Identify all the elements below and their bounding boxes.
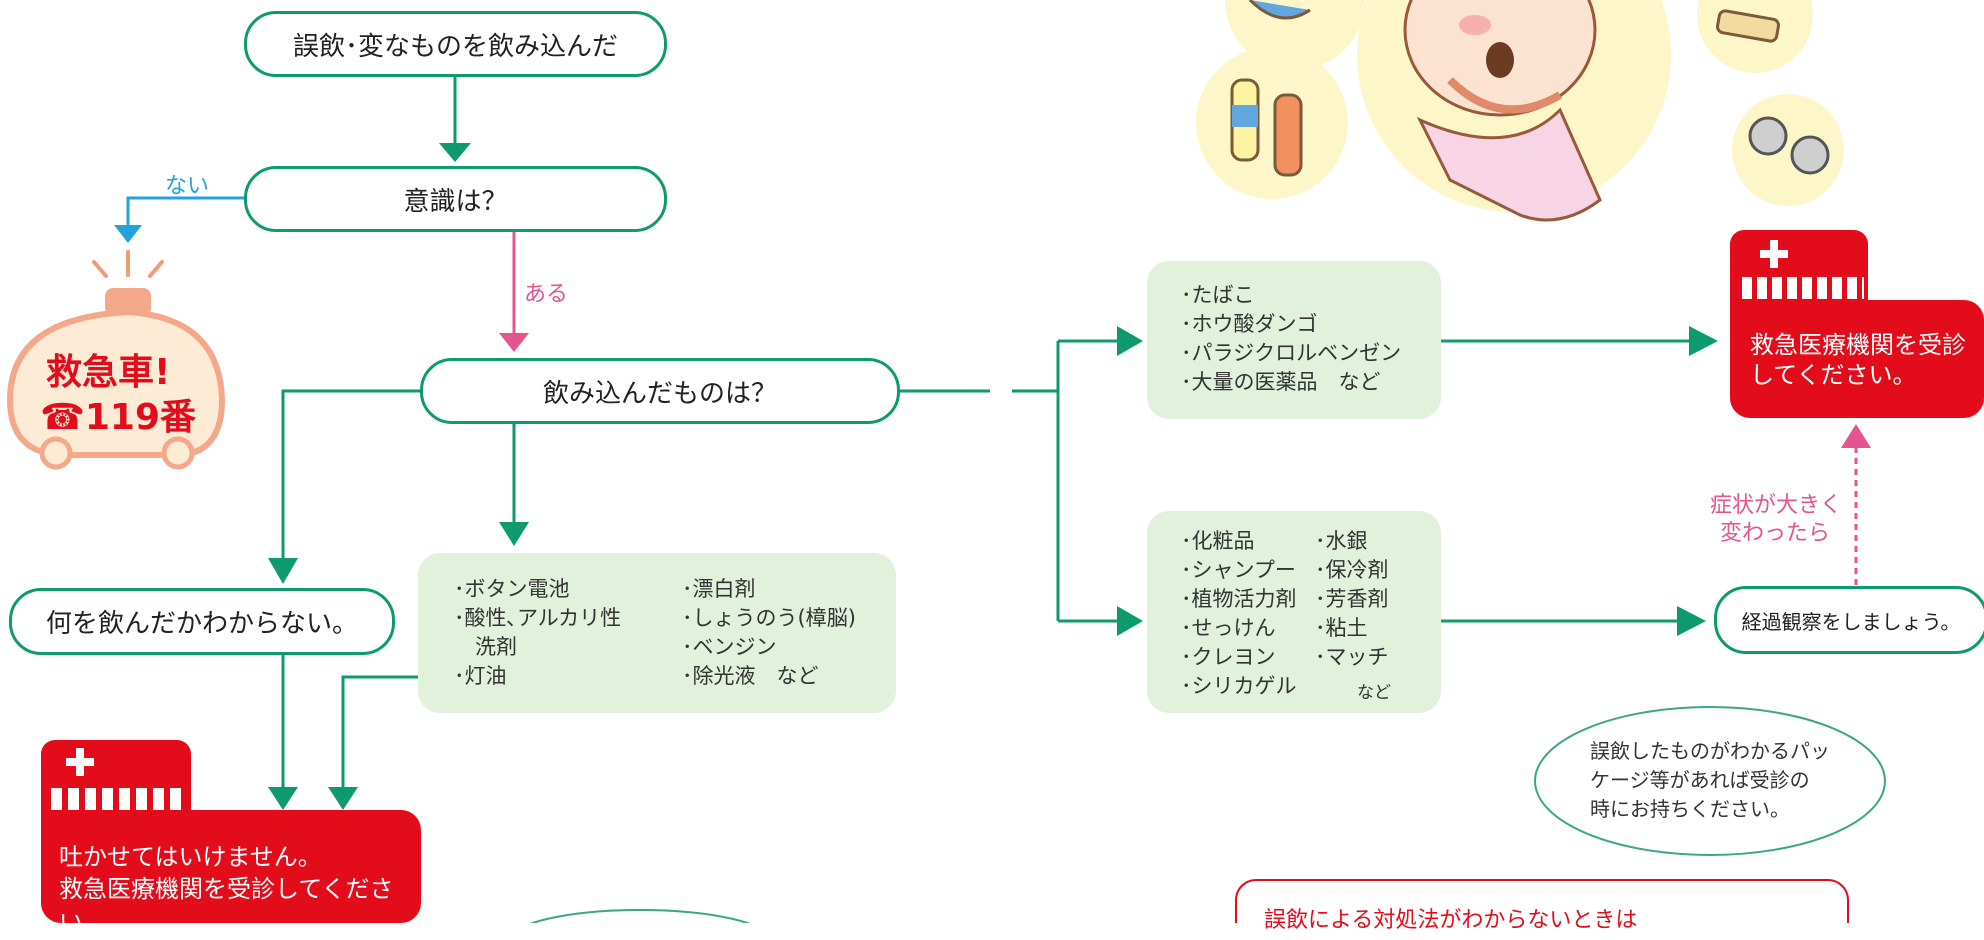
list-item: ･クレヨン bbox=[1181, 645, 1276, 669]
unknown-node: 何を飲んだかわからない。 bbox=[9, 588, 395, 655]
what-swallowed-node: 飲み込んだものは？ bbox=[420, 358, 900, 424]
mild-list-col1: ･化粧品 ･シャンプー ･植物活力剤 ･せっけん ･クレヨン ･シリカゲル bbox=[1181, 527, 1297, 701]
list-item: ･たばこ bbox=[1181, 283, 1255, 307]
hospital-windows-icon bbox=[1742, 277, 1864, 299]
footer-note-box bbox=[1235, 879, 1849, 923]
list-item: ･粘土 bbox=[1315, 616, 1368, 640]
ambulance-label-1: 救急車! bbox=[46, 352, 171, 393]
edge-label-symptom-2: 変わったら bbox=[1720, 521, 1831, 546]
batteries-illustration bbox=[1732, 94, 1844, 206]
hospital-bottom-line1: 吐かせてはいけません。 bbox=[59, 843, 322, 871]
list-item: ･芳香剤 bbox=[1315, 587, 1389, 611]
unknown-node-label: 何を飲んだかわからない。 bbox=[45, 609, 358, 639]
consciousness-node-label: 意識は？ bbox=[403, 186, 508, 217]
list-item: ･植物活力剤 bbox=[1181, 587, 1297, 611]
hazardous-list-col1: ･ボタン電池 ･酸性､アルカリ性 洗剤 ･灯油 bbox=[454, 575, 621, 691]
toxic-list: ･たばこ ･ホウ酸ダンゴ ･パラジクロルベンゼン ･大量の医薬品 など bbox=[1181, 281, 1401, 397]
list-item: ･ベンジン bbox=[682, 635, 777, 659]
hospital-windows-icon bbox=[51, 788, 183, 810]
hazardous-list-col2: ･漂白剤 ･しょうのう(樟脳) ･ベンジン ･除光液 など bbox=[682, 575, 856, 691]
list-item: ･灯油 bbox=[454, 664, 507, 688]
hazardous-items-box: ･ボタン電池 ･酸性､アルカリ性 洗剤 ･灯油 ･漂白剤 ･しょうのう(樟脳) … bbox=[418, 553, 896, 713]
mild-list-col2: ･水銀 ･保冷剤 ･芳香剤 ･粘土 ･マッチ bbox=[1315, 527, 1389, 672]
observe-node: 経過観察をしましょう。 bbox=[1714, 586, 1984, 654]
hospital-bottom-line2: 救急医療機関を受診してください。 bbox=[59, 875, 394, 937]
observe-node-label: 経過観察をしましょう。 bbox=[1741, 609, 1961, 634]
what-swallowed-node-label: 飲み込んだものは？ bbox=[542, 378, 777, 409]
hospital-top-line2: してください。 bbox=[1750, 361, 1917, 389]
baby-illustration bbox=[1357, 0, 1671, 222]
hospital-top-line1: 救急医療機関を受診 bbox=[1750, 331, 1966, 359]
start-node: 誤飲･変なものを飲み込んだ bbox=[244, 11, 667, 77]
edge-label-no: ない bbox=[165, 174, 210, 199]
ambulance-illustration bbox=[6, 250, 226, 470]
list-item: ･パラジクロルベンゼン bbox=[1181, 341, 1402, 365]
list-item: ･大量の医薬品 など bbox=[1181, 370, 1381, 394]
list-item: ･マッチ bbox=[1315, 645, 1389, 669]
list-item: ･ボタン電池 bbox=[454, 577, 570, 601]
list-item: ･水銀 bbox=[1315, 529, 1368, 553]
list-item: 洗剤 bbox=[454, 635, 517, 659]
list-item: ･除光液 など bbox=[682, 664, 819, 688]
cigarette-illustration bbox=[1697, 0, 1813, 73]
edge-label-symptom-1: 症状が大きく bbox=[1710, 493, 1843, 518]
hospital-bottom-body: 吐かせてはいけません。 救急医療機関を受診してください。 bbox=[41, 810, 421, 937]
footer-note-text: 誤飲による対処法がわからないときは bbox=[1264, 908, 1638, 933]
note-line-1: 誤飲したものがわかるパッ bbox=[1590, 739, 1830, 763]
hospital-cross-icon bbox=[66, 748, 94, 776]
list-item: ･しょうのう(樟脳) bbox=[682, 606, 856, 630]
list-item: ･漂白剤 bbox=[682, 577, 756, 601]
toxic-items-box: ･たばこ ･ホウ酸ダンゴ ･パラジクロルベンゼン ･大量の医薬品 など bbox=[1147, 261, 1441, 419]
list-item: ･シリカゲル bbox=[1181, 674, 1297, 698]
note-ellipse bbox=[1534, 706, 1886, 856]
list-item: ･保冷剤 bbox=[1315, 558, 1389, 582]
list-item: ･化粧品 bbox=[1181, 529, 1255, 553]
hospital-top-body: 救急医療機関を受診 してください。 bbox=[1730, 300, 1984, 418]
note-line-2: ケージ等があれば受診の bbox=[1590, 768, 1810, 792]
mild-list-end: など bbox=[1357, 683, 1391, 703]
cup-illustration bbox=[1225, 0, 1365, 70]
crayons-illustration bbox=[1196, 47, 1348, 199]
consciousness-node: 意識は？ bbox=[244, 166, 667, 232]
note-line-3: 時にお持ちください。 bbox=[1590, 797, 1790, 821]
list-item: ･ホウ酸ダンゴ bbox=[1181, 312, 1318, 336]
list-item: ･シャンプー bbox=[1181, 558, 1296, 582]
ambulance-label-2: ☎119番 bbox=[40, 397, 196, 438]
list-item: ･せっけん bbox=[1181, 616, 1276, 640]
edge-label-yes: ある bbox=[524, 282, 569, 307]
mild-items-box: ･化粧品 ･シャンプー ･植物活力剤 ･せっけん ･クレヨン ･シリカゲル ･水… bbox=[1147, 511, 1441, 713]
start-node-label: 誤飲･変なものを飲み込んだ bbox=[292, 31, 618, 62]
list-item: ･酸性､アルカリ性 bbox=[454, 606, 622, 630]
hospital-cross-icon bbox=[1760, 240, 1788, 268]
